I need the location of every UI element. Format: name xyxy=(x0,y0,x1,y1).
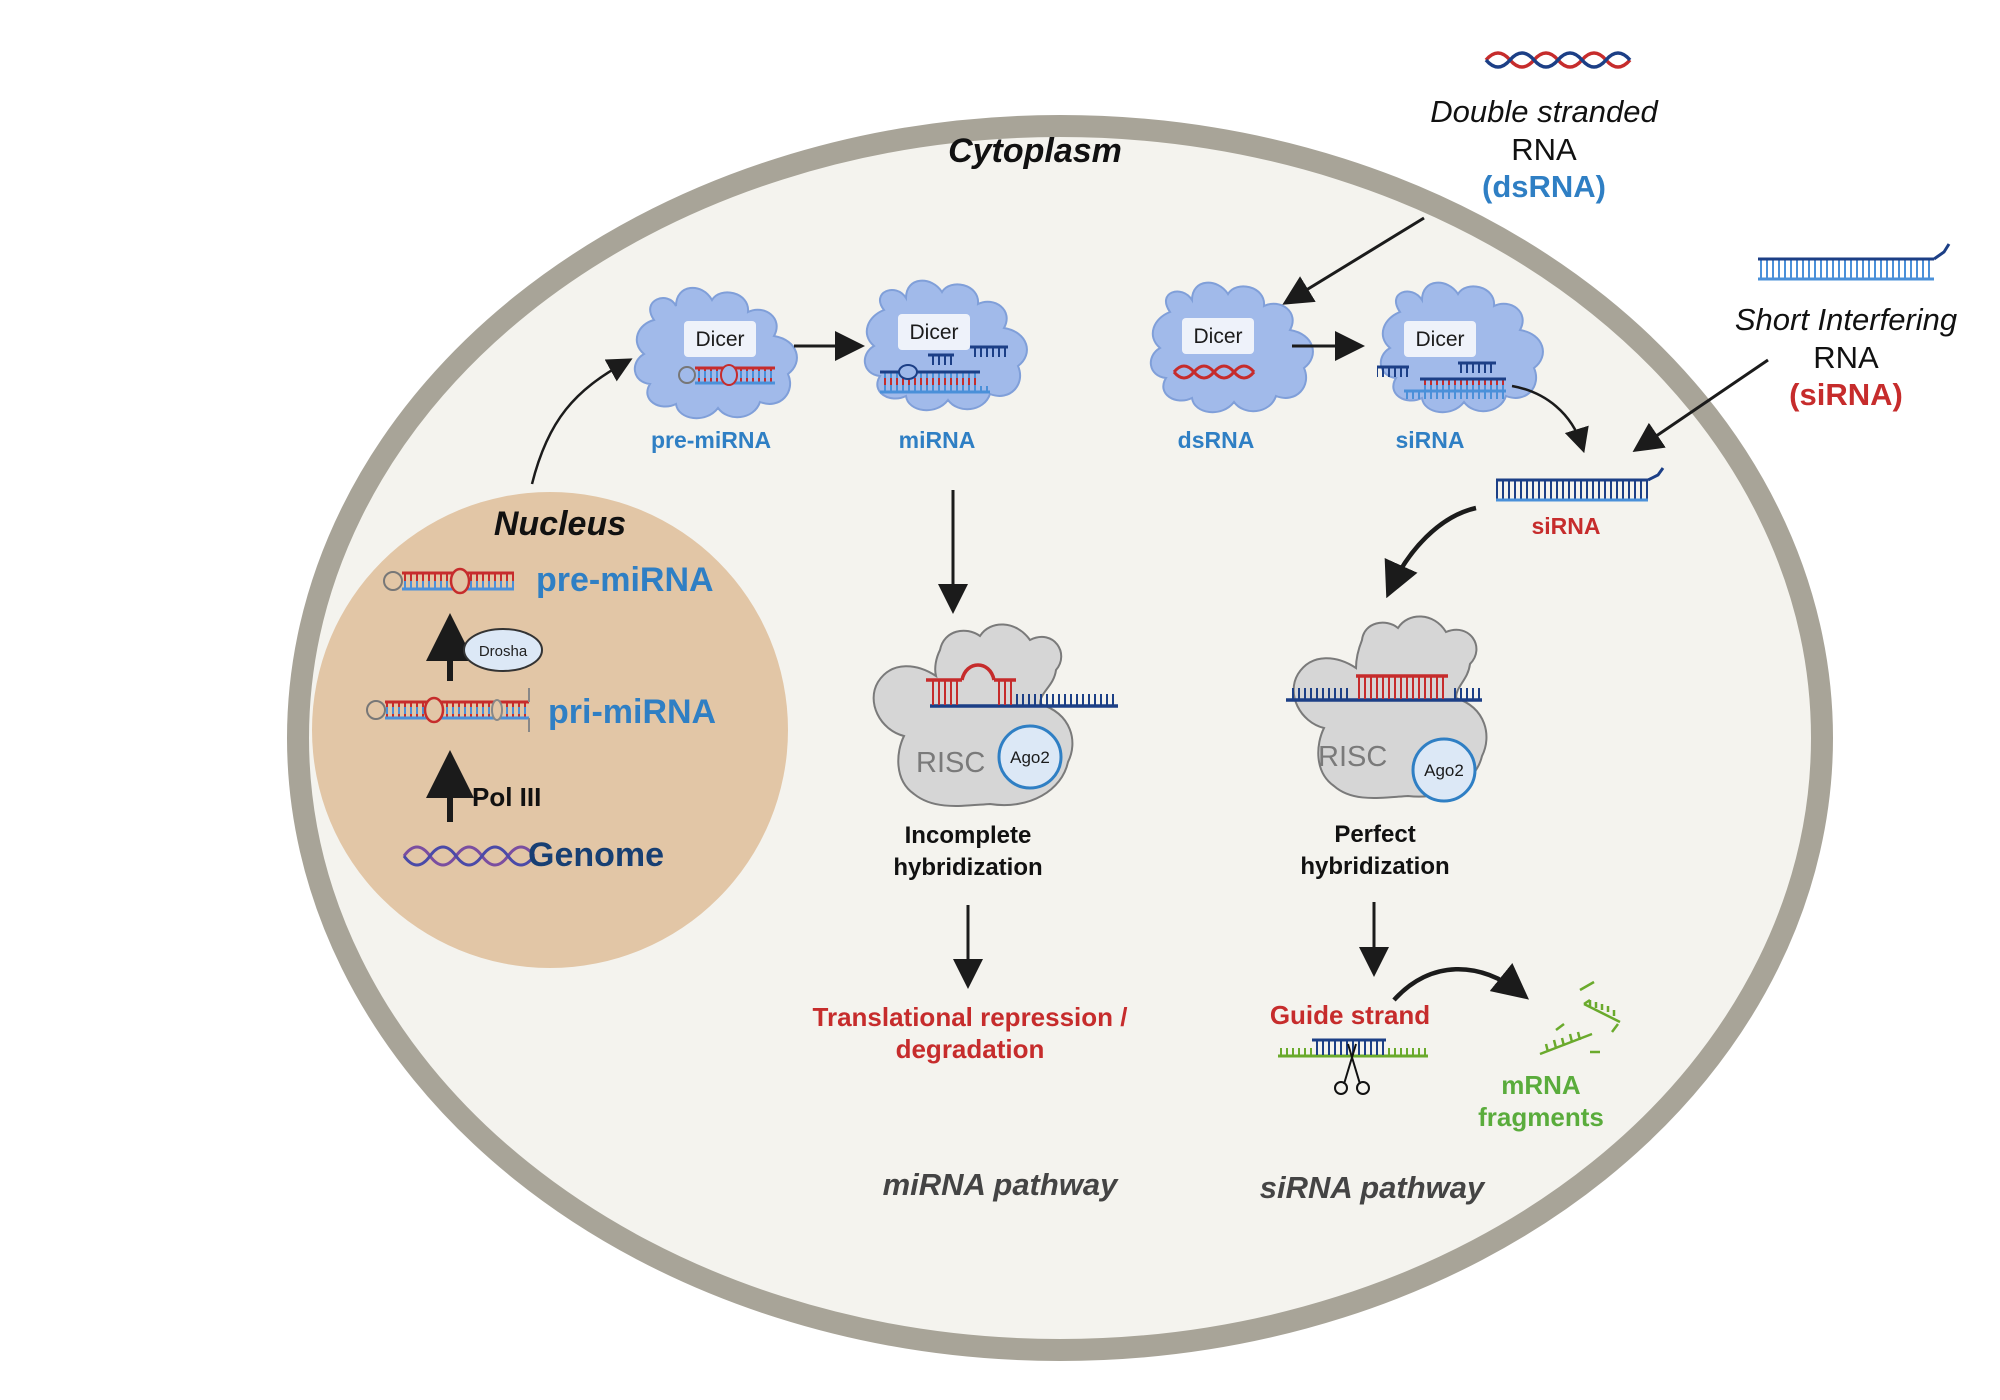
mirna-pathway-label: miRNA pathway xyxy=(883,1167,1120,1202)
sirna-pathway-label: siRNA pathway xyxy=(1260,1170,1486,1205)
dicer-complex-sirna: Dicer xyxy=(1377,281,1544,414)
dsrna-entry-arrow xyxy=(1282,216,1425,305)
dsrna-title-line2: RNA xyxy=(1511,132,1577,167)
sirna-loading-arrow xyxy=(1384,505,1477,599)
sirna-hybridization-caption-2: hybridization xyxy=(1300,853,1449,880)
genome-label: Genome xyxy=(528,836,664,874)
mirna-outcome-line1: Translational repression / xyxy=(813,1002,1128,1032)
svg-text:Ago2: Ago2 xyxy=(1424,761,1464,780)
svg-text:Dicer: Dicer xyxy=(695,328,744,351)
risc-complex-sirna: RISC Ago2 xyxy=(1286,615,1488,803)
fragments-label-line1: mRNA xyxy=(1501,1070,1581,1100)
dsrna-title-line3: (dsRNA) xyxy=(1482,169,1606,204)
pol3-label: Pol III xyxy=(472,782,541,812)
sirna-title-line1: Short Interfering xyxy=(1735,302,1957,337)
scissors-icon xyxy=(1334,1043,1370,1095)
dicer-label-sirna: siRNA xyxy=(1395,427,1464,453)
nucleus-export-arrow xyxy=(530,358,633,485)
dicer-complex-dsrna: Dicer xyxy=(1150,281,1314,414)
cytoplasm-label: Cytoplasm xyxy=(948,132,1122,170)
svg-text:Ago2: Ago2 xyxy=(1010,748,1050,767)
pre-mirna-hairpin-icon xyxy=(383,567,514,595)
sirna-release-arrow xyxy=(1511,384,1589,454)
mrna-fragments-icon xyxy=(1539,980,1621,1056)
svg-text:RISC: RISC xyxy=(916,747,985,779)
mirna-hybridization-caption-2: hybridization xyxy=(893,854,1042,881)
dicer-label-pre-mirna: pre-miRNA xyxy=(651,427,771,453)
nucleus-label: Nucleus xyxy=(494,505,626,543)
svg-text:Dicer: Dicer xyxy=(909,321,958,344)
external-dsrna-helix-icon xyxy=(1484,51,1632,69)
dicer-complex-pre-mirna: Dicer xyxy=(634,286,798,420)
risc-complex-mirna: RISC Ago2 xyxy=(872,623,1118,807)
pri-mirna-hairpin-icon xyxy=(366,688,530,732)
external-sirna-duplex-icon xyxy=(1758,243,1951,281)
guide-strand-label: Guide strand xyxy=(1270,1000,1430,1030)
free-sirna-label: siRNA xyxy=(1531,513,1600,539)
sirna-entry-arrow xyxy=(1632,358,1769,453)
nucleus-body xyxy=(312,492,788,968)
drosha-label: Drosha xyxy=(479,643,528,660)
dsrna-title-line1: Double stranded xyxy=(1430,94,1659,129)
nucleus-pre-mirna-label: pre-miRNA xyxy=(536,561,714,599)
svg-text:Dicer: Dicer xyxy=(1193,325,1242,348)
svg-text:RISC: RISC xyxy=(1318,741,1387,773)
free-sirna-duplex-icon xyxy=(1496,467,1665,502)
dicer-label-dsrna: dsRNA xyxy=(1178,427,1255,453)
fragmentation-arrow xyxy=(1392,963,1529,1002)
svg-text:Dicer: Dicer xyxy=(1415,328,1464,351)
genome-dna-icon xyxy=(402,845,536,867)
mirna-hybridization-caption-1: Incomplete xyxy=(905,822,1032,849)
drosha-enzyme xyxy=(463,628,543,672)
nucleus-pri-mirna-label: pri-miRNA xyxy=(548,693,716,731)
dicer-complex-mirna: Dicer xyxy=(864,279,1028,412)
dicer-label-mirna: miRNA xyxy=(899,427,976,453)
sirna-title-line3: (siRNA) xyxy=(1789,377,1903,412)
fragments-label-line2: fragments xyxy=(1478,1102,1604,1132)
nucleus: Nucleus pre-miRNA Drosha pri-miRNA xyxy=(312,492,788,968)
mirna-outcome-line2: degradation xyxy=(896,1034,1045,1064)
sirna-hybridization-caption-1: Perfect xyxy=(1334,821,1415,848)
sirna-title-line2: RNA xyxy=(1813,340,1879,375)
